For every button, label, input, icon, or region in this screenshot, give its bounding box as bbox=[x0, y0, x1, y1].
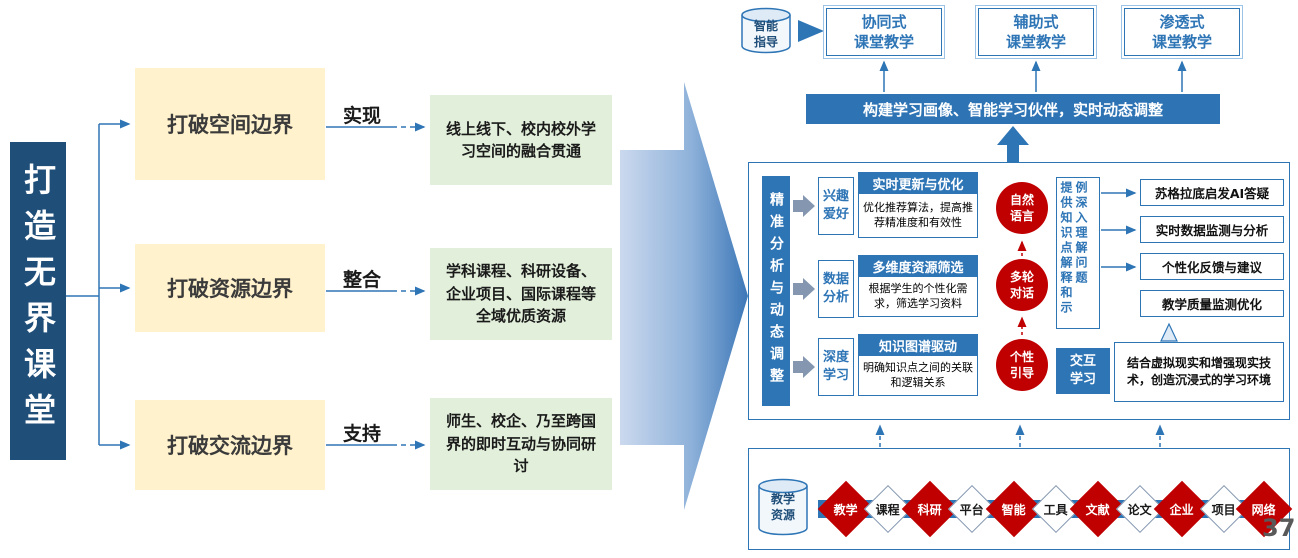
analysis-side-label: 精准分析与动态调整 bbox=[762, 176, 790, 406]
action-label-realize: 实现 bbox=[342, 105, 381, 127]
dialog-node-natural-language: 自然 语言 bbox=[996, 182, 1048, 234]
tag-data-analysis: 数据 分析 bbox=[818, 260, 854, 318]
analysis-card-desc: 明确知识点之间的关联和逻辑关系 bbox=[858, 356, 978, 396]
dialog-node-multi-turn: 多轮 对话 bbox=[996, 259, 1048, 311]
result-box-resource: 学科课程、科研设备、企业项目、国际课程等全域优质资源 bbox=[430, 248, 612, 340]
analysis-card-update: 实时更新与优化 优化推荐算法，提高推荐精准度和有效性 bbox=[858, 172, 978, 238]
big-arrow bbox=[620, 82, 748, 510]
output-realtime-monitoring: 实时数据监测与分析 bbox=[1140, 216, 1284, 243]
mode-box-permeative: 渗透式 课堂教学 bbox=[1121, 5, 1243, 59]
analysis-card-title: 实时更新与优化 bbox=[858, 172, 978, 194]
resource-diamond-label: 课程 bbox=[875, 502, 901, 517]
resource-diamond-label: 科研 bbox=[917, 502, 943, 517]
resource-diamond-label: 文献 bbox=[1085, 502, 1111, 517]
interaction-desc: 结合虚拟现实和增强现实技术，创造沉浸式的学习环境 bbox=[1114, 342, 1284, 402]
tag-deep-learning: 深度 学习 bbox=[818, 338, 854, 396]
resource-feed-arrows bbox=[875, 424, 1165, 447]
analysis-card-desc: 优化推荐算法，提高推荐精准度和有效性 bbox=[858, 194, 978, 238]
result-box-space: 线上线下、校内校外学习空间的融合贯通 bbox=[430, 95, 612, 185]
analysis-card-desc: 根据学生的个性化需求，筛选学习资料 bbox=[858, 277, 978, 317]
boundary-box-space: 打破空间边界 bbox=[135, 68, 325, 180]
mode-box-assistive: 辅助式 课堂教学 bbox=[975, 5, 1097, 59]
result-box-communication: 师生、校企、乃至跨国界的即时互动与协同研讨 bbox=[430, 398, 612, 490]
page-number: 37 bbox=[1262, 514, 1296, 542]
mode-box-collaborative: 协同式 课堂教学 bbox=[823, 5, 945, 59]
output-personal-feedback: 个性化反馈与建议 bbox=[1140, 253, 1284, 280]
resource-diamond-label: 工具 bbox=[1043, 502, 1069, 517]
analysis-card-knowledge-graph: 知识图谱驱动 明确知识点之间的关联和逻辑关系 bbox=[858, 334, 978, 396]
resource-diamond-label: 平台 bbox=[959, 502, 985, 517]
action-label-support: 支持 bbox=[342, 423, 381, 445]
action-label-integrate: 整合 bbox=[342, 269, 381, 291]
output-socratic-qa: 苏格拉底启发AI答疑 bbox=[1140, 179, 1284, 206]
output-quality-optimization: 教学质量监测优化 bbox=[1140, 290, 1284, 317]
resources-db-label: 教学 资源 bbox=[770, 492, 795, 522]
analysis-card-title: 多维度资源筛选 bbox=[858, 255, 978, 277]
analysis-card-title: 知识图谱驱动 bbox=[858, 334, 978, 356]
tag-interest: 兴趣 爱好 bbox=[818, 177, 854, 235]
analysis-card-filter: 多维度资源筛选 根据学生的个性化需求，筛选学习资料 bbox=[858, 255, 978, 317]
boundary-box-resource: 打破资源边界 bbox=[135, 244, 325, 332]
boundary-box-communication: 打破交流边界 bbox=[135, 400, 325, 490]
guidance-db-label: 智能 指导 bbox=[753, 19, 778, 49]
main-title: 打造无界课堂 bbox=[10, 142, 66, 460]
resource-diamond-label: 项目 bbox=[1211, 502, 1237, 517]
bracket-connector bbox=[66, 119, 131, 450]
resource-diamond-label: 智能 bbox=[1001, 502, 1027, 517]
resource-diamond-label: 教学 bbox=[833, 502, 859, 517]
interaction-label: 交互 学习 bbox=[1056, 348, 1110, 394]
resource-diamond-label: 论文 bbox=[1127, 502, 1153, 517]
knowledge-note: 提供知识点解释和示例深入理解问题 bbox=[1056, 177, 1100, 329]
banner-learning-profile: 构建学习画像、智能学习伙伴，实时动态调整 bbox=[806, 94, 1220, 124]
resource-diamond-label: 企业 bbox=[1169, 502, 1195, 517]
dialog-node-personal-guide: 个性 引导 bbox=[996, 339, 1048, 391]
